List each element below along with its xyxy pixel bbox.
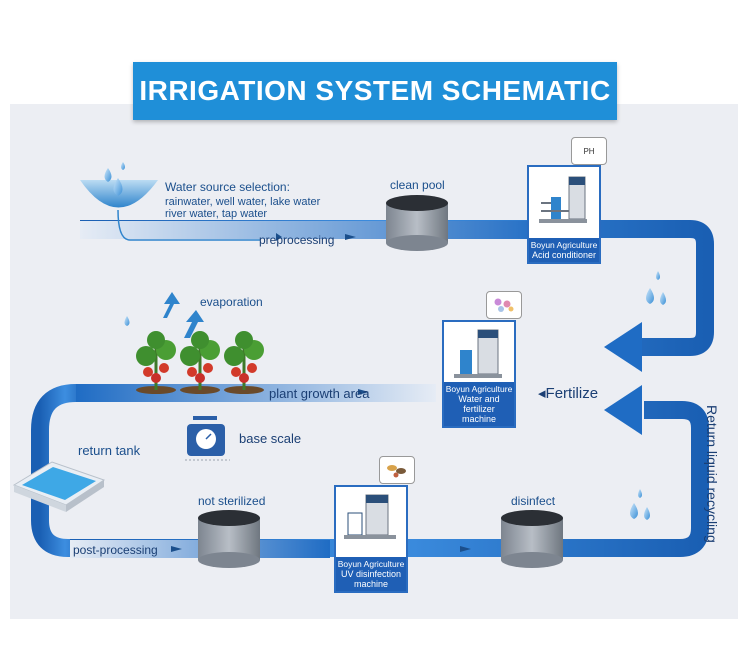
uv-disinfection-machine-icon bbox=[344, 494, 396, 539]
tomato-plant-icon bbox=[136, 331, 176, 394]
evaporation-arrow-icon bbox=[163, 292, 180, 318]
water-drop-icon bbox=[121, 162, 125, 170]
water-drop-icon bbox=[656, 271, 660, 280]
return-recycling-label: Return liquid recycling bbox=[704, 405, 720, 543]
fertilizer-machine-card: Boyun Agriculture Water and fertilizer m… bbox=[442, 320, 516, 428]
fertilizer-pellets-icon bbox=[494, 298, 514, 312]
flow-arrow bbox=[276, 233, 282, 241]
fertilizer-machine-icon bbox=[454, 329, 502, 378]
water-source-line1: rainwater, well water, lake water bbox=[165, 196, 321, 208]
tomato-plant-icon bbox=[180, 331, 220, 394]
ph-text: PH bbox=[583, 146, 595, 156]
fertilizer-bubble bbox=[486, 291, 522, 319]
uv-machine-caption: Boyun Agriculture UV disinfection machin… bbox=[336, 557, 406, 591]
acid-conditioner-card: Boyun Agriculture Acid conditioner bbox=[527, 165, 601, 264]
fertilize-arrow-bottom bbox=[604, 385, 642, 435]
evaporation-arrow-icon bbox=[184, 310, 204, 338]
uv-bubble bbox=[379, 456, 415, 484]
flow-arrow bbox=[358, 389, 369, 395]
return-tank-icon bbox=[12, 461, 106, 512]
clean-pool-label: clean pool bbox=[390, 178, 445, 192]
water-drop-icon bbox=[644, 507, 650, 520]
water-source-line2: river water, tap water bbox=[165, 208, 268, 220]
pipe-bottom bbox=[70, 401, 709, 557]
fertilize-arrow-icon: ◂ bbox=[538, 385, 546, 402]
fertilizer-machine-caption: Boyun Agriculture Water and fertilizer m… bbox=[444, 382, 514, 426]
clean-pool-tank-icon bbox=[386, 195, 448, 251]
fertilizer-machine-name: Water and fertilizer machine bbox=[458, 394, 500, 424]
flow-arrow bbox=[345, 234, 356, 240]
water-drop-icon bbox=[646, 288, 654, 304]
preprocessing-label: preprocessing bbox=[259, 233, 335, 247]
not-sterilized-label: not sterilized bbox=[198, 494, 266, 508]
water-drop-icon bbox=[660, 292, 666, 305]
fertilize-text: Fertilize bbox=[545, 385, 599, 402]
water-drop-icon bbox=[104, 168, 112, 182]
microbes-icon bbox=[387, 465, 406, 478]
plant-growth-label: plant growth area bbox=[269, 386, 370, 401]
base-scale-label: base scale bbox=[239, 431, 302, 446]
acid-conditioner-brand: Boyun Agriculture bbox=[530, 240, 598, 250]
disinfect-label: disinfect bbox=[511, 494, 556, 508]
flow-arrow bbox=[460, 546, 471, 552]
uv-machine-name: UV disinfection machine bbox=[340, 569, 402, 589]
acid-conditioner-name: Acid conditioner bbox=[531, 250, 597, 260]
page-title: IRRIGATION SYSTEM SCHEMATIC bbox=[133, 62, 617, 120]
acid-conditioner-caption: Boyun Agriculture Acid conditioner bbox=[529, 238, 599, 262]
acid-conditioner-machine-icon bbox=[539, 176, 587, 223]
fertilize-arrow-top bbox=[604, 322, 642, 372]
water-source-heading: Water source selection: bbox=[165, 180, 290, 194]
evaporation-label: evaporation bbox=[200, 295, 263, 309]
fertilizer-machine-brand: Boyun Agriculture bbox=[445, 384, 513, 394]
water-drop-icon bbox=[630, 503, 638, 519]
disinfect-tank-icon bbox=[501, 510, 563, 568]
ph-bubble: PH bbox=[571, 137, 607, 165]
water-drop-icon bbox=[638, 489, 642, 498]
return-tank-label: return tank bbox=[78, 443, 141, 458]
fertilize-label: ◂Fertilize bbox=[538, 384, 598, 402]
base-scale-icon bbox=[187, 416, 225, 456]
flow-arrow bbox=[171, 546, 182, 552]
pipe-top bbox=[80, 220, 714, 356]
uv-machine-card: Boyun Agriculture UV disinfection machin… bbox=[334, 485, 408, 593]
water-drop-icon bbox=[124, 316, 130, 326]
water-drop-icon bbox=[113, 178, 123, 196]
tomato-plant-icon bbox=[224, 331, 264, 394]
post-processing-label: post-processing bbox=[73, 543, 158, 557]
not-sterilized-tank-icon bbox=[198, 510, 260, 568]
uv-machine-brand: Boyun Agriculture bbox=[337, 559, 405, 569]
